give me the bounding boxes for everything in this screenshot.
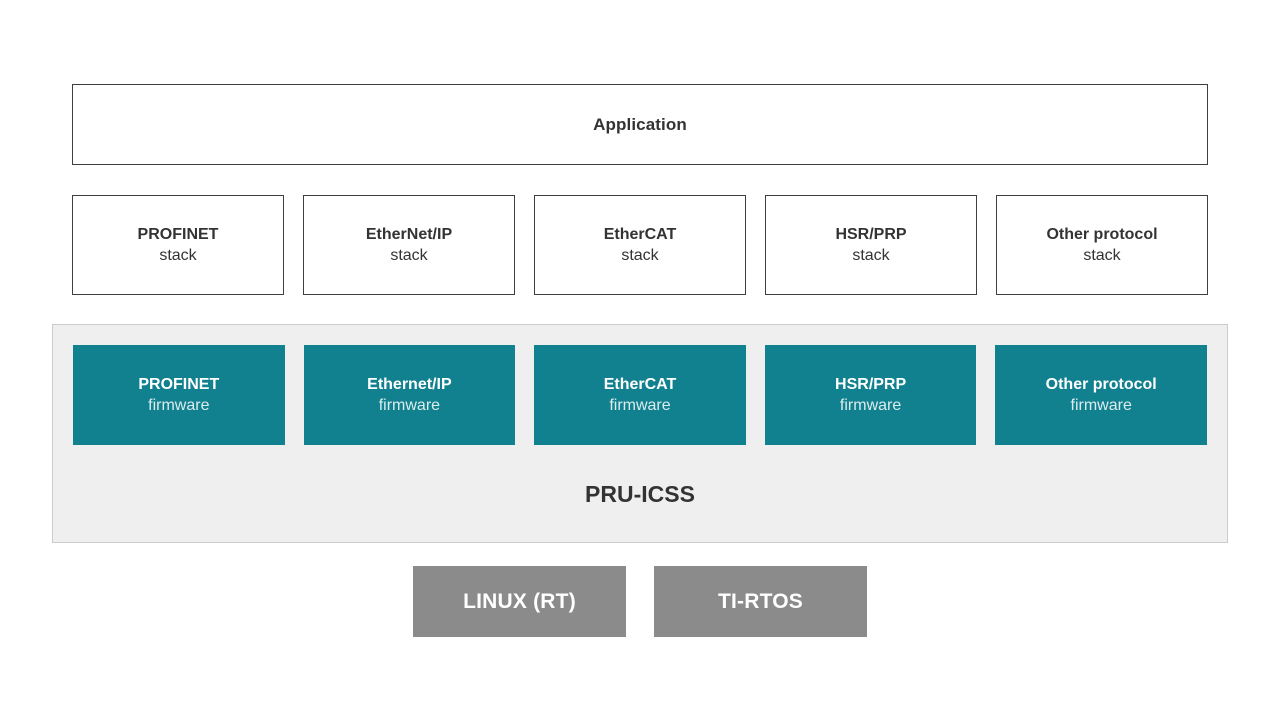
stack-box-sub: stack [621, 247, 659, 264]
firmware-row: PROFINET firmware Ethernet/IP firmware E… [73, 345, 1207, 445]
stack-box-name: EtherCAT [603, 226, 677, 243]
stack-box-ethernet-ip: EtherNet/IP stack [303, 195, 515, 295]
firmware-box-sub: firmware [839, 397, 902, 414]
firmware-box-ethercat: EtherCAT firmware [534, 345, 746, 445]
stack-box-sub: stack [852, 247, 890, 264]
firmware-box-name: PROFINET [138, 376, 220, 393]
stack-box-sub: stack [159, 247, 197, 264]
firmware-box-name: EtherCAT [603, 376, 677, 393]
firmware-box-ethernet-ip: Ethernet/IP firmware [303, 345, 516, 445]
firmware-box-sub: firmware [378, 397, 441, 414]
os-row: LINUX (RT) TI-RTOS [52, 566, 1228, 637]
stack-box-ethercat: EtherCAT stack [534, 195, 746, 295]
stack-box-name: PROFINET [137, 226, 219, 243]
stack-box-hsr-prp: HSR/PRP stack [765, 195, 977, 295]
os-box-ti-rtos: TI-RTOS [654, 566, 867, 637]
firmware-box-profinet: PROFINET firmware [73, 345, 285, 445]
firmware-box-hsr-prp: HSR/PRP firmware [764, 345, 977, 445]
stack-box-other-protocol: Other protocol stack [996, 195, 1208, 295]
firmware-box-sub: firmware [148, 397, 210, 414]
application-label: Application [593, 114, 687, 134]
firmware-box-other-protocol: Other protocol firmware [995, 345, 1207, 445]
pru-icss-container: PROFINET firmware Ethernet/IP firmware E… [52, 324, 1228, 543]
os-box-label: LINUX (RT) [463, 589, 576, 613]
protocol-stack-row: PROFINET stack EtherNet/IP stack EtherCA… [72, 195, 1208, 295]
stack-box-name: Other protocol [1046, 226, 1158, 243]
firmware-box-name: HSR/PRP [835, 376, 907, 393]
stack-box-sub: stack [390, 247, 428, 264]
application-box: Application [72, 84, 1208, 165]
firmware-box-name: Ethernet/IP [367, 376, 452, 393]
stack-box-name: HSR/PRP [835, 226, 907, 243]
os-box-label: TI-RTOS [717, 589, 803, 613]
os-box-linux-rt: LINUX (RT) [413, 566, 626, 637]
firmware-box-sub: firmware [609, 397, 671, 414]
software-stack-diagram: Application PROFINET stack EtherNet/IP s… [52, 84, 1228, 637]
firmware-box-name: Other protocol [1045, 376, 1157, 393]
stack-box-name: EtherNet/IP [365, 226, 453, 243]
stack-box-profinet: PROFINET stack [72, 195, 284, 295]
pru-icss-label: PRU-ICSS [585, 481, 695, 507]
firmware-box-sub: firmware [1070, 397, 1132, 414]
stack-box-sub: stack [1083, 247, 1121, 264]
